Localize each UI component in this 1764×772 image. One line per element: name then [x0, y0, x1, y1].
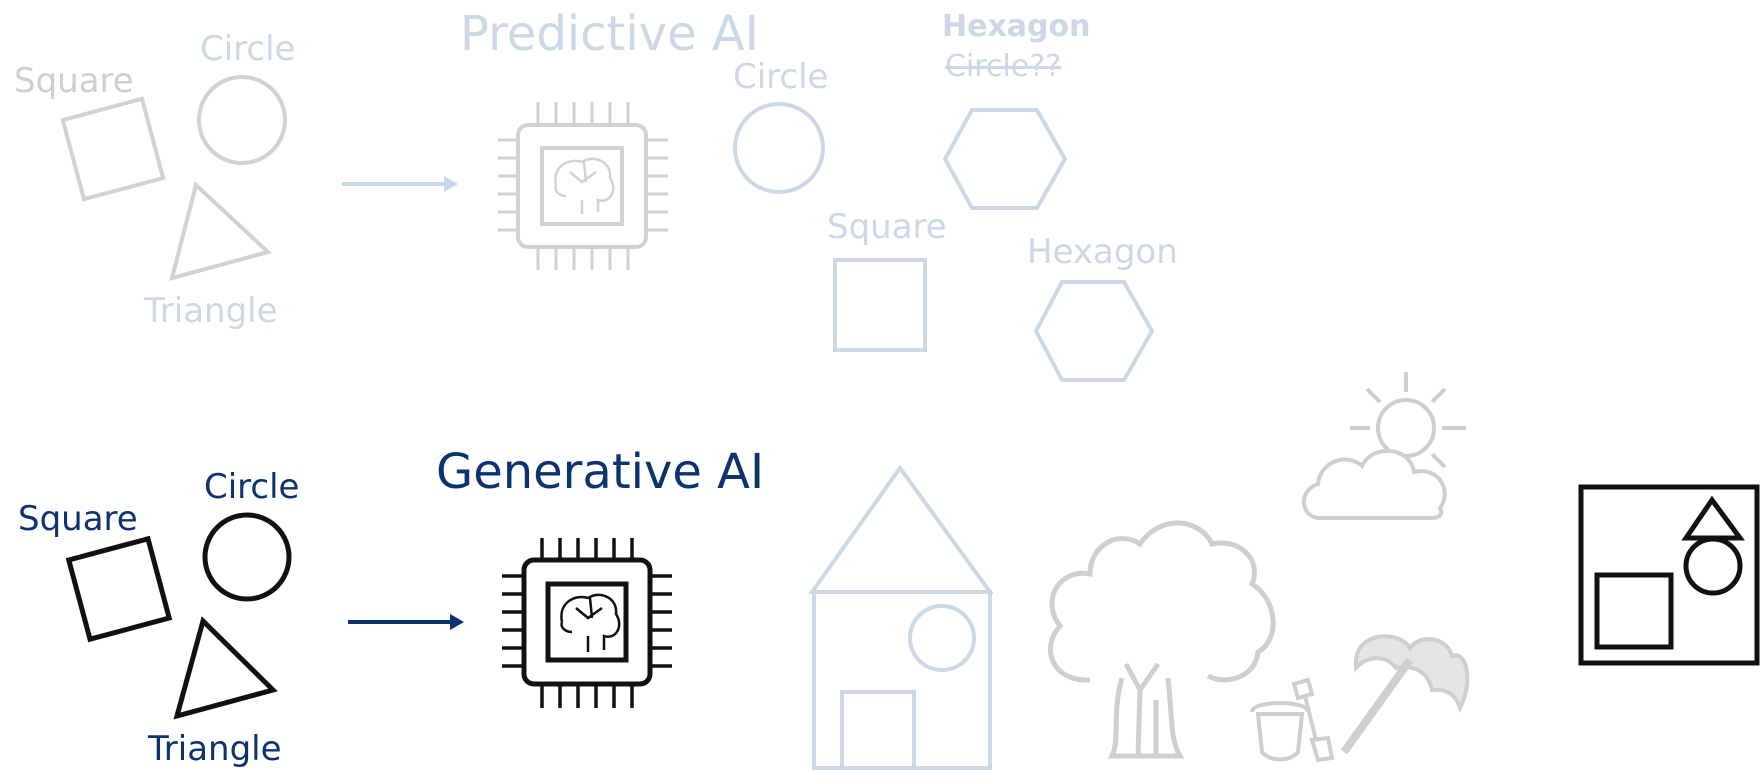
generative-input-square-shape [65, 535, 173, 643]
tree-icon [1048, 520, 1276, 759]
predictive-input-circle-shape [197, 75, 287, 165]
predictive-ai-title: Predictive AI [460, 6, 759, 62]
predictive-output-hexagon-correct-label: Hexagon [942, 9, 1091, 44]
predictive-ai-chip-brain-icon [498, 102, 668, 270]
predictive-output-circle-label: Circle [733, 57, 829, 97]
house-icon [808, 464, 994, 770]
generative-ai-chip-brain-icon [502, 538, 672, 708]
predictive-output-shapes-icon [733, 102, 1155, 382]
predictive-output-hexagon-wrong-label: Circle?? [945, 49, 1062, 84]
predictive-output-circle-shape [733, 102, 825, 194]
predictive-input-triangle-label: Triangle [144, 291, 278, 331]
predictive-input-triangle-shape [169, 181, 272, 281]
composed-shapes-frame-icon [1578, 484, 1760, 666]
predictive-input-circle-label: Circle [200, 29, 296, 69]
predictive-output-square-label: Square [827, 207, 947, 247]
sun-cloud-icon [1302, 372, 1466, 520]
predictive-output-hexagon-shape-1 [942, 108, 1068, 210]
predictive-input-square-label: Square [14, 61, 134, 101]
predictive-output-square-shape [833, 258, 927, 352]
predictive-arrow-icon [342, 176, 458, 192]
generative-input-triangle-shape [173, 616, 278, 720]
beach-umbrella-bucket-icon [1250, 634, 1470, 763]
generative-input-shapes-icon [65, 512, 292, 720]
predictive-input-shapes-icon [60, 75, 287, 281]
predictive-output-hexagon-label: Hexagon [1027, 232, 1178, 272]
generative-input-circle-label: Circle [204, 467, 300, 507]
generative-arrow-icon [348, 614, 464, 630]
generative-input-square-label: Square [18, 499, 138, 539]
generative-input-triangle-label: Triangle [148, 729, 282, 769]
generative-input-circle-shape [202, 512, 292, 602]
predictive-output-hexagon-shape-2 [1033, 280, 1155, 382]
generative-ai-title: Generative AI [436, 444, 765, 500]
predictive-input-square-shape [60, 96, 166, 202]
